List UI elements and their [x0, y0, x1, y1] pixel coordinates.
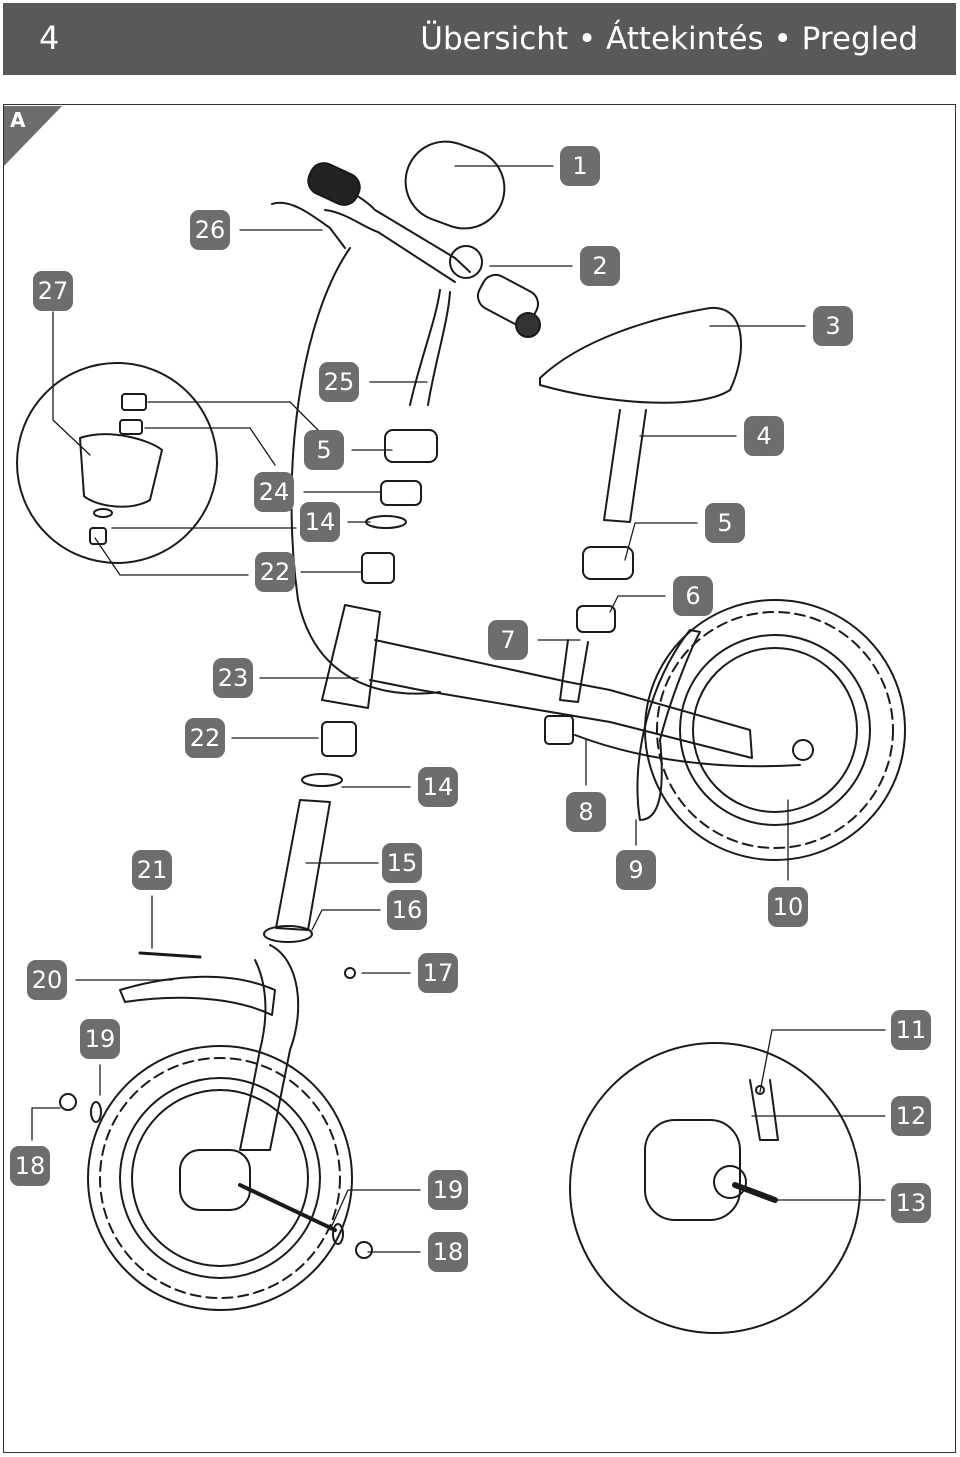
callout-3: 3 [813, 306, 853, 346]
callout-5b: 5 [705, 503, 745, 543]
section-corner-triangle [4, 106, 62, 166]
callout-22b: 22 [185, 718, 225, 758]
callout-9: 9 [616, 850, 656, 890]
callout-10: 10 [768, 887, 808, 927]
section-label: A [10, 108, 26, 132]
frame-plug [544, 715, 574, 745]
inset-bolt-lower [119, 419, 143, 435]
rear-wheel [574, 599, 906, 861]
inset-axle-detail [569, 1042, 861, 1334]
callout-15: 15 [382, 843, 422, 883]
callout-17: 17 [418, 953, 458, 993]
page-title: Übersicht • Áttekintés • Pregled [420, 21, 918, 57]
inset-washer [93, 508, 113, 518]
callout-14a: 14 [300, 502, 340, 542]
page-number: 4 [39, 19, 60, 57]
clamp-top [384, 429, 438, 463]
callout-8: 8 [566, 792, 606, 832]
callout-7: 7 [488, 620, 528, 660]
inset-fork-dropout [749, 1079, 779, 1141]
inset-hub [644, 1119, 741, 1221]
washer-bottom [301, 773, 343, 787]
callout-6: 6 [673, 576, 713, 616]
washer-top [365, 515, 407, 529]
seat-clamp-bolt [576, 605, 616, 633]
leader-lines [31, 165, 886, 1253]
callout-19b: 19 [428, 1170, 468, 1210]
head-tube [321, 604, 381, 709]
headset-nut [380, 480, 422, 506]
diagram-frame [3, 104, 956, 1453]
front-fender [119, 975, 276, 1016]
fender-nut [344, 967, 356, 979]
callout-5a: 5 [304, 430, 344, 470]
fork-washer [263, 925, 313, 943]
callout-23: 23 [213, 658, 253, 698]
callout-14b: 14 [418, 767, 458, 807]
seat-clamp [582, 546, 634, 580]
callout-27: 27 [33, 271, 73, 311]
callout-16: 16 [387, 890, 427, 930]
callout-2: 2 [580, 246, 620, 286]
bearing-cup-bottom [321, 721, 357, 757]
seat [539, 306, 743, 404]
seat-tube [559, 639, 589, 703]
inset-axle-nut [713, 1165, 747, 1199]
callout-21: 21 [132, 850, 172, 890]
callout-12: 12 [891, 1096, 931, 1136]
inset-fork-hole [755, 1085, 765, 1095]
callout-25: 25 [319, 362, 359, 402]
callout-20: 20 [27, 960, 67, 1000]
front-fork [239, 944, 300, 1151]
inset-bushing [89, 527, 107, 545]
callout-11: 11 [891, 1010, 931, 1050]
page-header: 4 Übersicht • Áttekintés • Pregled [3, 3, 956, 75]
callout-24: 24 [254, 472, 294, 512]
handlebar [271, 140, 541, 695]
callout-22a: 22 [255, 552, 295, 592]
callout-13: 13 [891, 1183, 931, 1223]
inset-brake-mount [16, 362, 218, 564]
bearing-cup-top [361, 552, 395, 584]
callout-1: 1 [560, 146, 600, 186]
seat-post [603, 409, 647, 523]
main-frame [369, 639, 753, 759]
callout-26: 26 [190, 210, 230, 250]
fender-bolt [138, 951, 202, 959]
callout-19a: 19 [80, 1019, 120, 1059]
callout-18b: 18 [428, 1232, 468, 1272]
callout-18a: 18 [10, 1146, 50, 1186]
inset-brake-cover [79, 433, 163, 508]
callout-4: 4 [744, 416, 784, 456]
front-wheel [59, 1045, 373, 1311]
inset-bolt-upper [121, 393, 147, 411]
inset-axle [732, 1182, 778, 1203]
